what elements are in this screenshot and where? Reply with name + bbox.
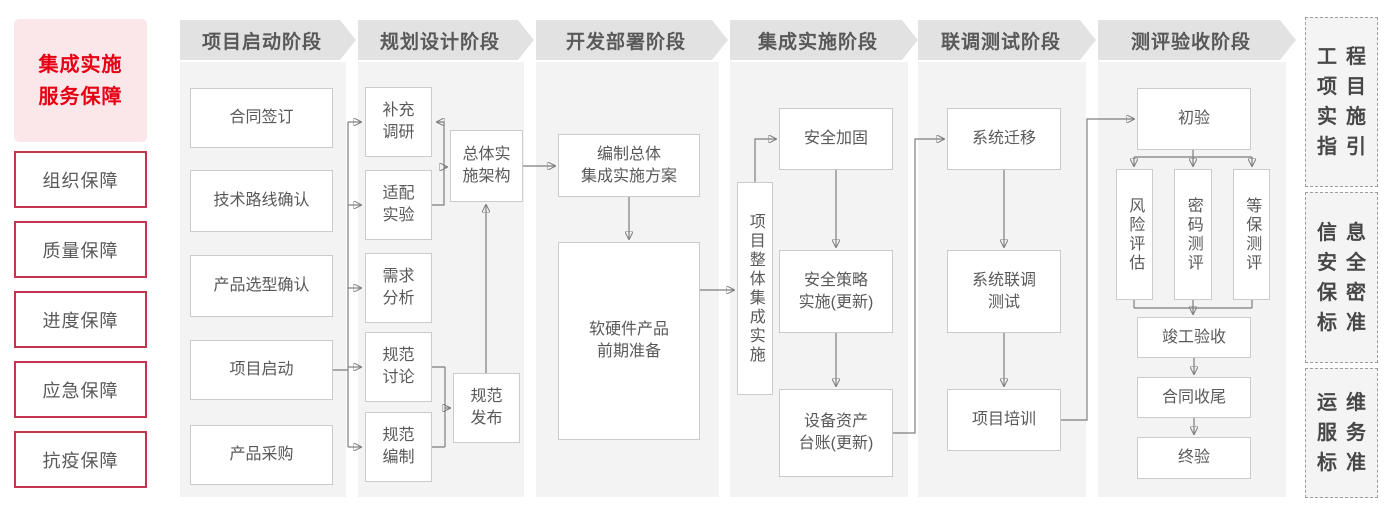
box-security-hardening: 安全加固: [779, 108, 893, 170]
box-spec-release: 规范 发布: [453, 373, 520, 443]
box-contract-closure: 合同收尾: [1137, 377, 1251, 418]
phase-header-integration: 集成实施阶段: [730, 20, 918, 60]
box-supplementary-research: 补充 调研: [365, 87, 432, 157]
diagram-title: 集成实施 服务保障: [14, 19, 147, 142]
box-spec-discussion: 规范 讨论: [365, 332, 432, 402]
box-joint-debug-test: 系统联调 测试: [947, 250, 1061, 333]
guarantee-item-organization: 组织保障: [14, 151, 147, 208]
phase-header-deployment: 开发部署阶段: [536, 20, 728, 60]
box-risk-assessment: 风险评估: [1116, 169, 1153, 300]
guarantee-item-epidemic: 抗疫保障: [14, 431, 147, 488]
guarantee-item-quality: 质量保障: [14, 221, 147, 278]
box-product-selection-confirm: 产品选型确认: [190, 255, 333, 317]
box-hw-sw-preparation: 软硬件产品 前期准备: [558, 242, 700, 440]
box-initial-acceptance: 初验: [1137, 88, 1251, 150]
phase-header-planning: 规划设计阶段: [358, 20, 534, 60]
standard-project-impl-guide: 工程 项目 实施 指引: [1305, 17, 1378, 187]
box-project-kickoff: 项目启动: [190, 340, 333, 400]
phase-header-joint-test: 联调测试阶段: [918, 20, 1096, 60]
box-asset-ledger-update: 设备资产 台账(更新): [779, 389, 893, 477]
box-project-training: 项目培训: [947, 389, 1061, 451]
guarantee-item-schedule: 进度保障: [14, 291, 147, 348]
box-mlps-evaluation: 等保测评: [1233, 169, 1270, 300]
box-crypto-evaluation: 密码测评: [1174, 169, 1212, 300]
box-product-procurement: 产品采购: [190, 425, 333, 485]
box-overall-impl-architecture: 总体实 施架构: [450, 130, 523, 202]
phase-header-acceptance: 测评验收阶段: [1098, 20, 1296, 60]
box-contract-signing: 合同签订: [190, 88, 333, 148]
box-completion-acceptance: 竣工验收: [1137, 317, 1251, 358]
phase-header-kickoff: 项目启动阶段: [180, 20, 356, 60]
box-system-migration: 系统迁移: [947, 108, 1061, 170]
box-final-acceptance: 终验: [1137, 437, 1251, 479]
box-security-policy-impl: 安全策略 实施(更新): [779, 250, 893, 333]
standard-infosec-confidentiality: 信息 安全 保密 标准: [1305, 192, 1378, 363]
box-adaptation-test: 适配 实验: [365, 170, 432, 240]
box-tech-route-confirm: 技术路线确认: [190, 170, 333, 232]
box-spec-drafting: 规范 编制: [365, 412, 432, 482]
standard-om-service: 运维 服务 标准: [1305, 368, 1378, 498]
guarantee-item-emergency: 应急保障: [14, 361, 147, 418]
box-requirement-analysis: 需求 分析: [365, 253, 432, 323]
box-overall-integration-impl: 项目整体集成实施: [737, 182, 773, 395]
box-overall-integration-plan: 编制总体 集成实施方案: [558, 134, 700, 197]
